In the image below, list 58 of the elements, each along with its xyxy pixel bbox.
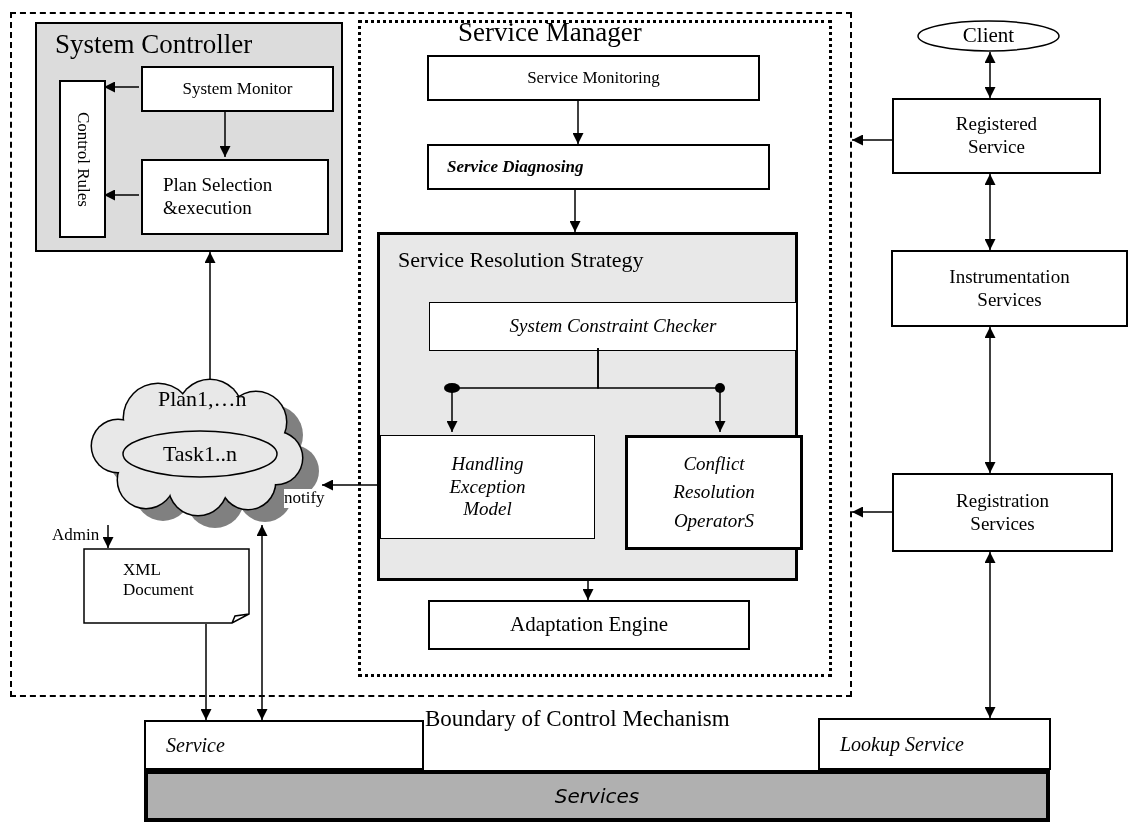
- process-box: [427, 144, 770, 190]
- process-box: [427, 55, 760, 101]
- ellipse-label: Client: [962, 23, 1015, 49]
- arrow: [597, 347, 726, 433]
- box-label: Lookup Service: [840, 732, 964, 756]
- box-label: Handling Exception Model: [448, 452, 527, 522]
- arrow: [103, 81, 140, 93]
- controller-panel: [35, 22, 343, 252]
- arrow: [984, 173, 996, 251]
- box-label: Instrumentation Services: [948, 265, 1071, 312]
- arrow: [256, 524, 268, 721]
- arrow: [219, 109, 231, 158]
- box-label: Registration Services: [955, 489, 1050, 536]
- process-box: [892, 98, 1101, 174]
- cloud-label: Plan1,…n: [158, 386, 248, 413]
- arrow: [103, 189, 140, 201]
- arrow: [984, 326, 996, 474]
- arrow: [851, 506, 893, 518]
- box-label: Service Diagnosing: [447, 156, 584, 178]
- arrow: [204, 251, 216, 381]
- edge-label: notify: [284, 489, 325, 508]
- box-label: Services: [554, 784, 640, 808]
- box-label: Registered Service: [954, 113, 1039, 159]
- box-label: System Constraint Checker: [509, 315, 717, 338]
- box-label: Service Monitoring: [527, 67, 660, 89]
- panel-title: Service Resolution Strategy: [398, 247, 645, 274]
- box-label: Service: [166, 733, 225, 757]
- boundary-title: Boundary of Control Mechanism: [425, 705, 731, 733]
- process-box: [818, 718, 1051, 770]
- panel-title: System Controller: [55, 28, 254, 61]
- process-box: [892, 473, 1113, 552]
- process-box: [141, 159, 329, 235]
- arrow: [984, 51, 996, 99]
- arrow: [984, 551, 996, 719]
- arrow: [200, 623, 212, 721]
- process-box: [59, 80, 106, 238]
- arrow: [572, 100, 584, 145]
- process-box: [625, 435, 803, 550]
- box-label: Plan Selection &execution: [163, 174, 274, 220]
- arrow: [102, 524, 114, 549]
- ellipse-label: Task1..n: [162, 440, 238, 468]
- process-box: [429, 302, 797, 351]
- document-label: XML Document: [123, 560, 195, 602]
- process-box: [144, 720, 424, 770]
- process-box: [428, 600, 750, 650]
- frame-title: Service Manager: [458, 16, 643, 49]
- box-label: Control Rules: [72, 111, 93, 207]
- box-label: Conflict Resolution OperatorS: [672, 451, 756, 533]
- base-bar: [144, 770, 1050, 822]
- box-label: Adaptation Engine: [509, 612, 668, 638]
- arrow: [582, 580, 594, 601]
- arrow: [851, 134, 893, 146]
- process-box: [380, 435, 595, 539]
- arrow: [569, 189, 581, 233]
- process-box: [891, 250, 1128, 327]
- box-label: System Monitor: [182, 78, 293, 100]
- process-box: [141, 66, 334, 112]
- arrow: [321, 479, 378, 491]
